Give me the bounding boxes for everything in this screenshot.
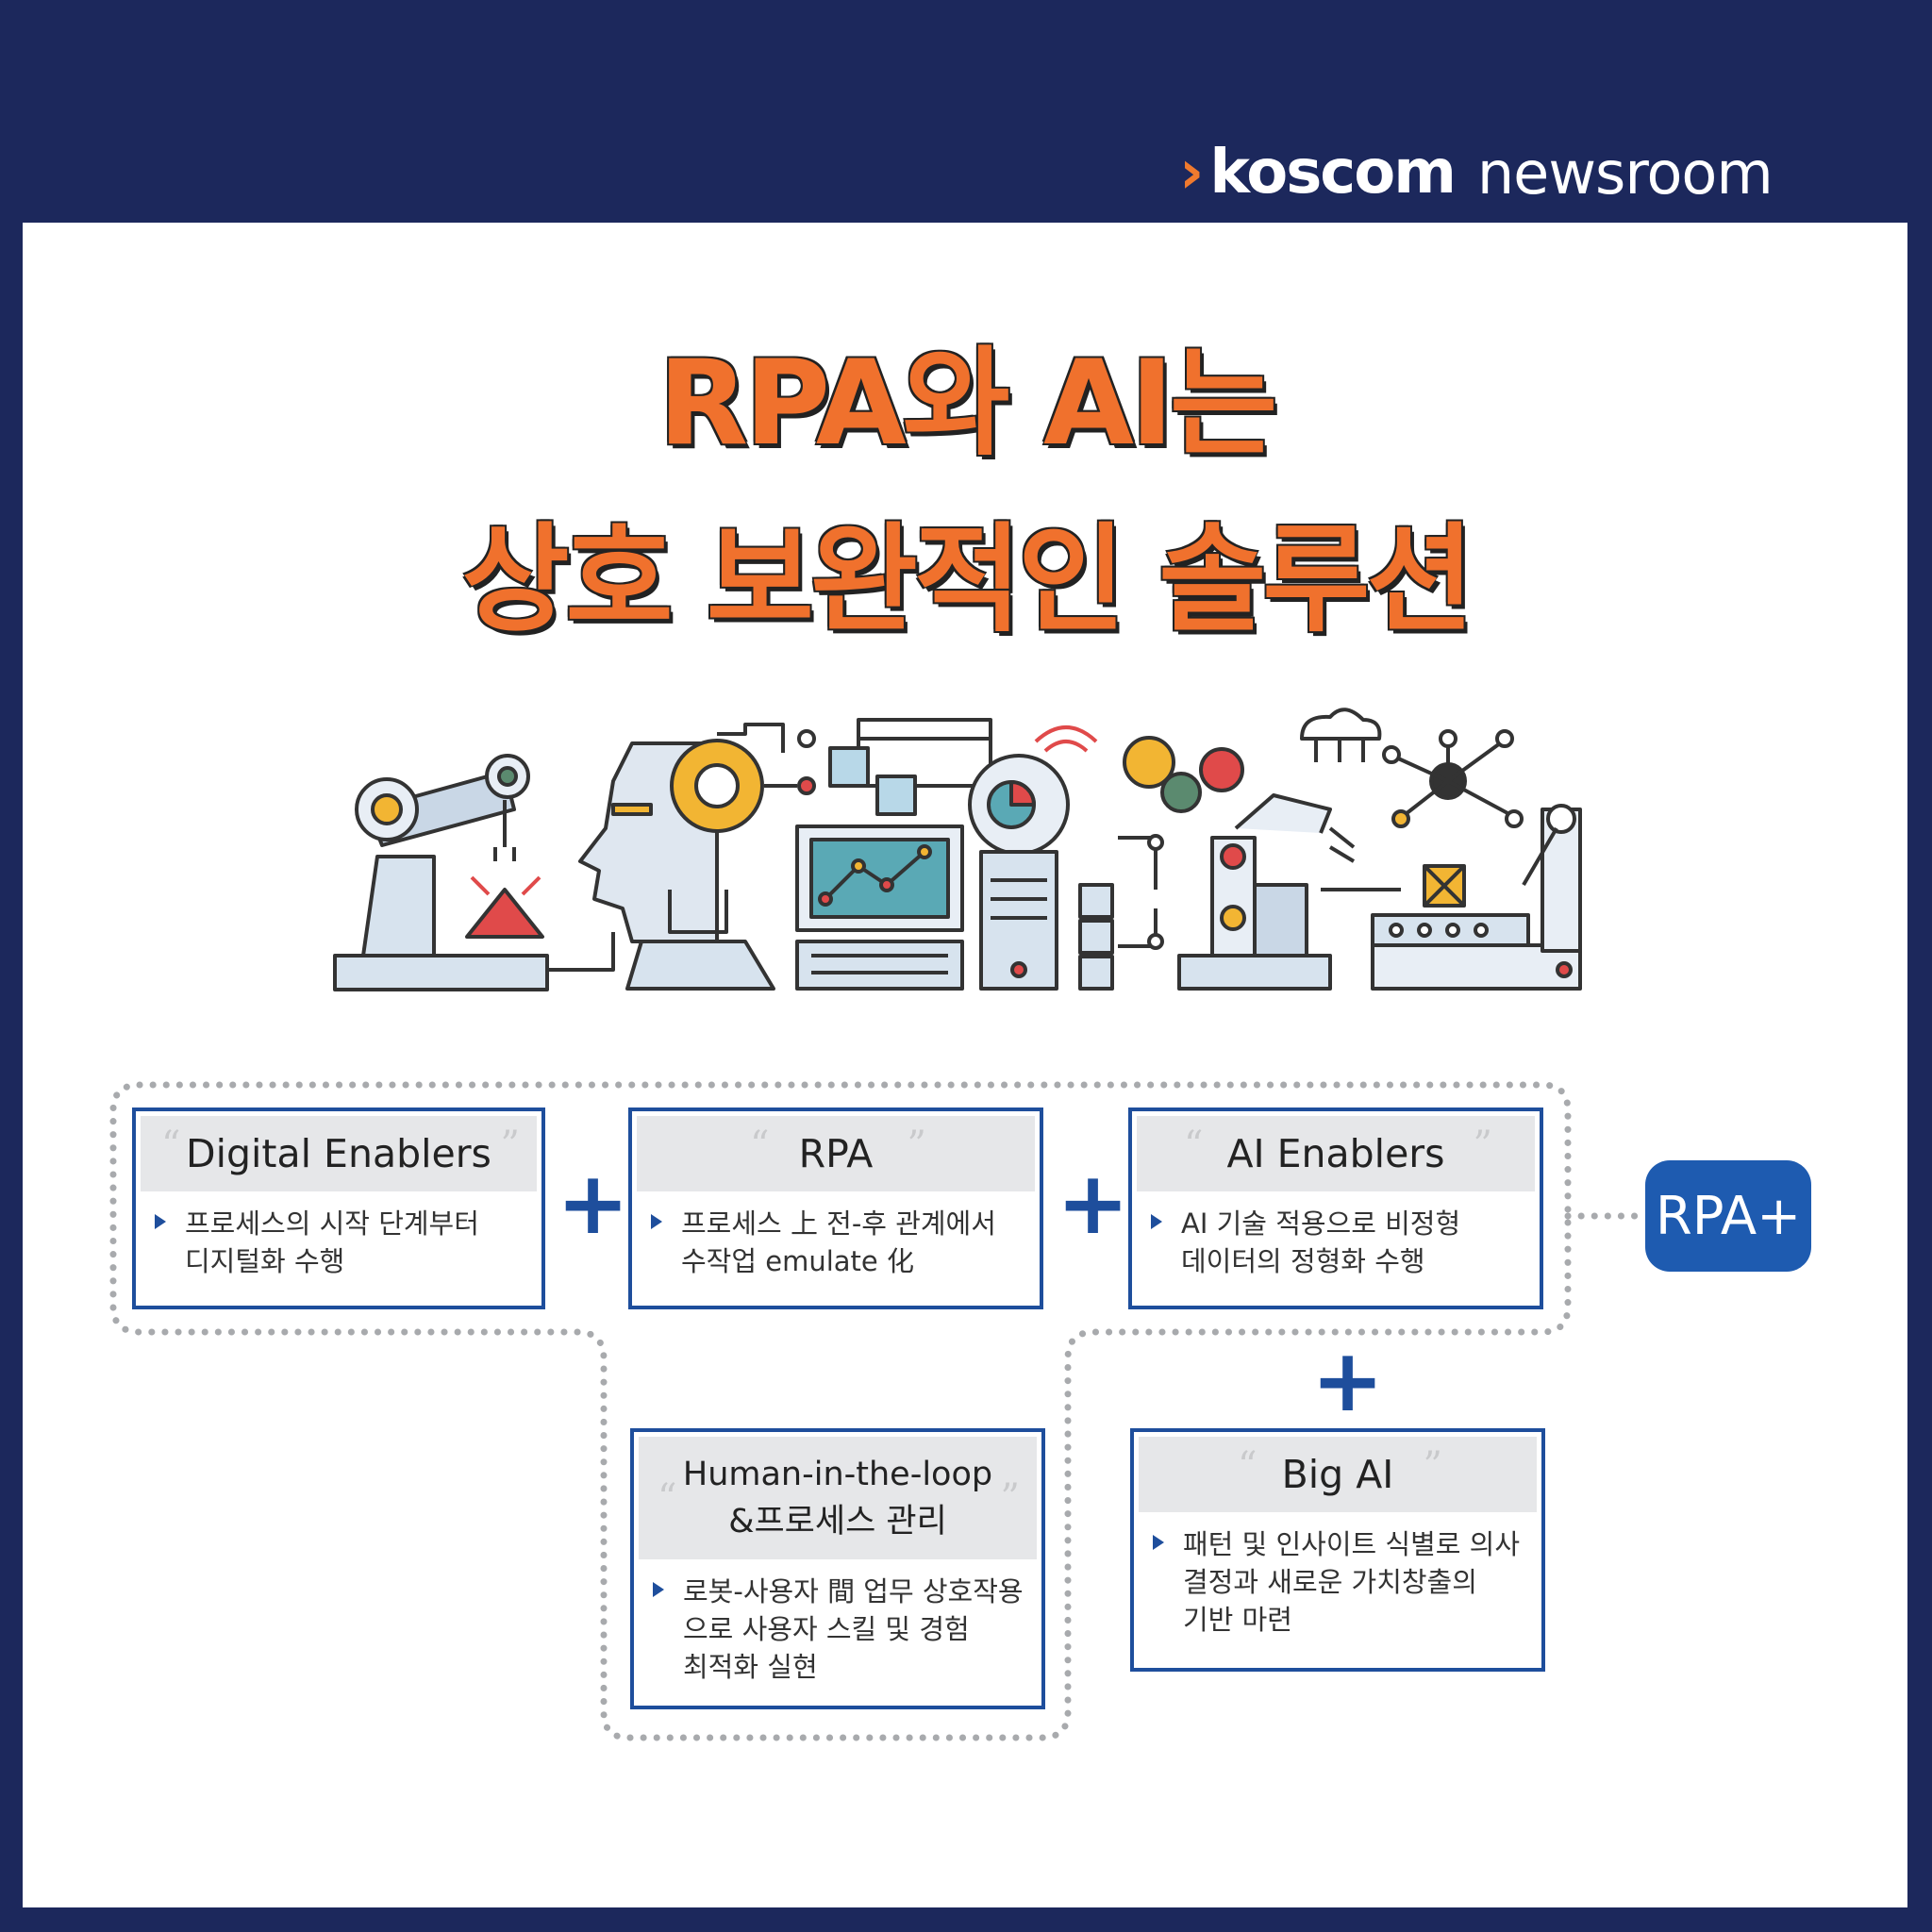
brand-chevron-icon: ›	[1179, 138, 1205, 208]
bullet-triangle-icon	[155, 1214, 166, 1229]
card-desc-line: 기반 마련	[1183, 1604, 1292, 1636]
card-title: Digital Enablers	[186, 1131, 491, 1176]
title-line-1: RPA와 AI는	[658, 336, 1277, 472]
open-quote-icon: “	[161, 1124, 181, 1167]
close-quote-icon: ”	[907, 1124, 926, 1167]
open-quote-icon: “	[658, 1476, 677, 1520]
card-desc-line: 수작업 emulate 化	[681, 1245, 914, 1277]
bullet-triangle-icon	[651, 1214, 662, 1229]
rpa-plus-badge: RPA+	[1645, 1160, 1811, 1272]
card-description: 로봇-사용자 間 업무 상호작용 으로 사용자 스킬 및 경험 최적화 실현	[634, 1559, 1041, 1686]
open-quote-icon: “	[750, 1124, 770, 1167]
browser-window-icon	[828, 718, 992, 816]
wifi-icon	[1034, 725, 1098, 753]
close-quote-icon: ”	[1423, 1444, 1442, 1488]
plus-icon: +	[1057, 1153, 1130, 1254]
card-title-line: &프로세스 관리	[728, 1503, 947, 1541]
card-header: “ Human-in-the-loop &프로세스 관리 ”	[639, 1437, 1037, 1559]
bullet-triangle-icon	[653, 1582, 664, 1597]
open-quote-icon: “	[1184, 1124, 1204, 1167]
brand-name: koscom	[1209, 138, 1456, 208]
gears-icon	[1123, 736, 1244, 813]
card-header: “ RPA ”	[637, 1116, 1035, 1191]
card-header: “ Digital Enablers ”	[141, 1116, 537, 1191]
open-quote-icon: “	[1238, 1444, 1257, 1488]
automation-illustration	[333, 708, 1582, 991]
close-quote-icon: ”	[1473, 1124, 1492, 1167]
conveyor-belt-icon	[1371, 804, 1582, 991]
robot-gripper-icon	[1177, 793, 1401, 991]
card-description: AI 기술 적용으로 비정형 데이터의 정형화 수행	[1132, 1191, 1540, 1280]
robot-arm-icon	[333, 754, 549, 991]
card-title: AI Enablers	[1226, 1131, 1445, 1176]
card-title-line: Human-in-the-loop	[682, 1456, 993, 1493]
card-description: 프로세스 上 전-후 관계에서 수작업 emulate 化	[632, 1191, 1040, 1280]
koscom-newsroom-logo: › koscom newsroom	[1179, 130, 1774, 215]
card-desc-line: 로봇-사용자 間 업무 상호작용	[683, 1575, 1024, 1607]
card-big-ai: “ Big AI ” 패턴 및 인사이트 식별로 의사 결정과 새로운 가치창출…	[1130, 1428, 1545, 1672]
card-header: “ Big AI ”	[1139, 1437, 1537, 1512]
card-rpa: “ RPA ” 프로세스 上 전-후 관계에서 수작업 emulate 化	[628, 1108, 1043, 1309]
card-desc-line: 으로 사용자 스킬 및 경험	[683, 1613, 970, 1645]
network-node-icon	[1382, 729, 1524, 828]
card-human-in-the-loop: “ Human-in-the-loop &프로세스 관리 ” 로봇-사용자 間 …	[630, 1428, 1045, 1709]
title-line-2: 상호 보완적인 솔루션	[461, 512, 1474, 648]
card-ai-enablers: “ AI Enablers ” AI 기술 적용으로 비정형 데이터의 정형화 …	[1128, 1108, 1543, 1309]
card-desc-line: 디지털화 수행	[185, 1245, 345, 1277]
card-desc-line: 프로세스의 시작 단계부터	[185, 1208, 479, 1240]
card-description: 패턴 및 인사이트 식별로 의사 결정과 새로운 가치창출의 기반 마련	[1134, 1512, 1541, 1639]
card-desc-line: 데이터의 정형화 수행	[1181, 1245, 1425, 1277]
card-desc-line: 결정과 새로운 가치창출의	[1183, 1566, 1477, 1598]
card-description: 프로세스의 시작 단계부터 디지털화 수행	[136, 1191, 541, 1280]
close-quote-icon: ”	[1000, 1476, 1020, 1520]
close-quote-icon: ”	[500, 1124, 520, 1167]
cloud-network-icon	[1300, 708, 1382, 762]
card-desc-line: 패턴 및 인사이트 식별로 의사	[1183, 1528, 1521, 1560]
brand-suffix: newsroom	[1476, 138, 1774, 208]
plus-icon: +	[557, 1153, 630, 1254]
card-desc-line: AI 기술 적용으로 비정형	[1181, 1208, 1461, 1240]
card-desc-line: 프로세스 上 전-후 관계에서	[681, 1208, 996, 1240]
computer-chart-icon	[795, 824, 964, 991]
card-digital-enablers: “ Digital Enablers ” 프로세스의 시작 단계부터 디지털화 …	[132, 1108, 545, 1309]
card-title: Big AI	[1281, 1452, 1394, 1497]
card-title: RPA	[798, 1131, 874, 1176]
lightbulb-server-icon	[968, 754, 1114, 991]
gear-icon	[670, 739, 816, 833]
plus-icon: +	[1311, 1330, 1385, 1431]
card-header: “ AI Enablers ”	[1137, 1116, 1535, 1191]
card-desc-line: 최적화 실현	[683, 1651, 818, 1683]
bullet-triangle-icon	[1151, 1214, 1162, 1229]
bullet-triangle-icon	[1153, 1535, 1164, 1550]
